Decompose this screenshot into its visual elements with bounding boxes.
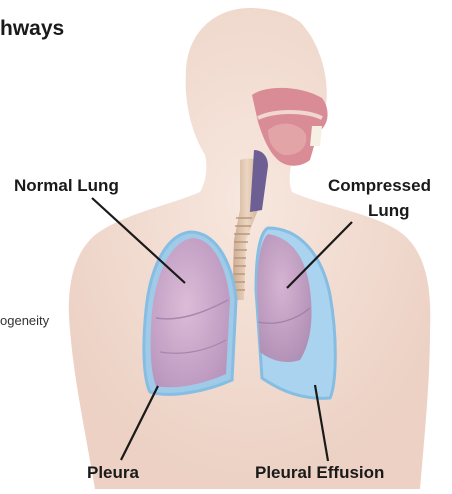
label-compressed-line2: Lung (368, 201, 410, 221)
label-normal-lung: Normal Lung (14, 176, 119, 196)
label-compressed-line1: Compressed (328, 176, 431, 196)
label-pleural-effusion: Pleural Effusion (255, 463, 384, 483)
title-fragment: hways (0, 17, 64, 41)
teeth (310, 126, 322, 146)
side-text-fragment: ogeneity (0, 313, 49, 328)
label-pleura: Pleura (87, 463, 139, 483)
body-silhouette (69, 8, 430, 489)
